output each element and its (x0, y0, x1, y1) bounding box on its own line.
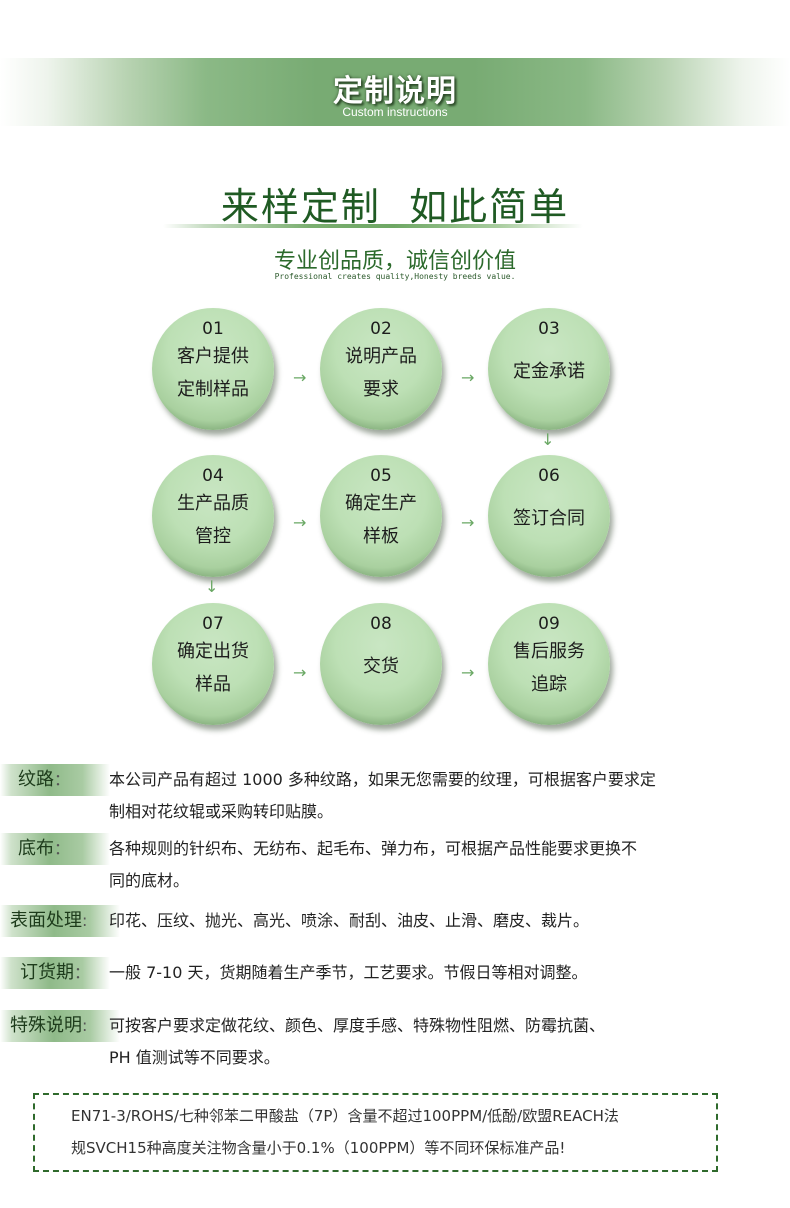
step-label: 定金承诺 (513, 361, 585, 382)
step-number: 02 (370, 319, 392, 339)
slogan-english: Professional creates quality,Honesty bre… (274, 272, 516, 281)
info-label-lead-time: 订货期： (0, 957, 110, 989)
slogan-divider (163, 224, 583, 228)
step-03: 03 定金承诺 (488, 308, 610, 430)
step-number: 06 (538, 466, 560, 486)
step-label-line1: 说明产品 (345, 346, 417, 367)
arrow-right-icon: → (461, 513, 475, 532)
info-line: 一般 7-10 天，货期随着生产季节，工艺要求。节假日等相对调整。 (109, 963, 588, 982)
notice-line: EN71-3/ROHS/七种邻苯二甲酸盐（7P）含量不超过100PPM/低酚/欧… (71, 1107, 619, 1125)
step-label-line2: 要求 (363, 379, 399, 400)
label-text: 表面处理 (10, 910, 82, 931)
step-label: 签订合同 (513, 508, 585, 529)
label-text: 纹路 (18, 769, 54, 790)
label-text: 订货期 (20, 962, 74, 983)
page-subtitle: Custom instructions (342, 105, 448, 119)
step-label-line2: 管控 (195, 526, 231, 547)
arrow-right-icon: → (293, 368, 307, 387)
label-colon: : (82, 1016, 88, 1035)
step-number: 04 (202, 466, 224, 486)
info-text-base-fabric: 各种规则的针织布、无纺布、起毛布、弹力布，可根据产品性能要求更换不 同的底材。 (109, 833, 637, 897)
slogan-main: 来样定制 如此简单 (220, 185, 570, 229)
label-text: 底布 (18, 838, 54, 859)
info-line: 制相对花纹辊或采购转印贴膜。 (109, 802, 334, 821)
info-text-texture: 本公司产品有超过 1000 多种纹路，如果无您需要的纹理，可根据客户要求定 制相… (109, 764, 656, 828)
step-09: 09 售后服务 追踪 (488, 603, 610, 725)
arrow-right-icon: → (293, 663, 307, 682)
step-label-line2: 样品 (195, 674, 231, 695)
arrow-down-icon: ↓ (541, 430, 555, 449)
info-line: PH 值测试等不同要求。 (109, 1048, 280, 1067)
step-label-line2: 定制样品 (177, 379, 249, 400)
info-line: 可按客户要求定做花纹、颜色、厚度手感、特殊物性阻燃、防霉抗菌、 (109, 1016, 606, 1035)
step-number: 08 (370, 614, 392, 634)
label-colon: : (82, 911, 88, 930)
step-number: 05 (370, 466, 392, 486)
step-07: 07 确定出货 样品 (152, 603, 274, 725)
info-line: 各种规则的针织布、无纺布、起毛布、弹力布，可根据产品性能要求更换不 (109, 839, 638, 858)
step-label: 交货 (363, 656, 399, 677)
step-05: 05 确定生产 样板 (320, 455, 442, 577)
slogan-sub: 专业创品质，诚信创价值 (273, 249, 516, 274)
step-01: 01 客户提供 定制样品 (152, 308, 274, 430)
step-06: 06 签订合同 (488, 455, 610, 577)
info-text-special-notes: 可按客户要求定做花纹、颜色、厚度手感、特殊物性阻燃、防霉抗菌、 PH 值测试等不… (109, 1010, 605, 1074)
label-colon: ： (74, 963, 91, 982)
step-number: 01 (202, 319, 224, 339)
info-label-texture: 纹路： (0, 764, 110, 796)
notice-text: EN71-3/ROHS/七种邻苯二甲酸盐（7P）含量不超过100PPM/低酚/欧… (71, 1100, 619, 1164)
info-label-special-notes: 特殊说明: (0, 1010, 120, 1042)
info-line: 本公司产品有超过 1000 多种纹路，如果无您需要的纹理，可根据客户要求定 (109, 770, 656, 789)
info-label-surface-treatment: 表面处理: (0, 905, 120, 937)
step-label-line1: 确定出货 (177, 641, 249, 662)
arrow-right-icon: → (461, 368, 475, 387)
arrow-right-icon: → (461, 663, 475, 682)
info-line: 同的底材。 (109, 871, 190, 890)
step-number: 03 (538, 319, 560, 339)
arrow-right-icon: → (293, 513, 307, 532)
info-text-lead-time: 一般 7-10 天，货期随着生产季节，工艺要求。节假日等相对调整。 (109, 957, 588, 989)
environmental-standards-notice: EN71-3/ROHS/七种邻苯二甲酸盐（7P）含量不超过100PPM/低酚/欧… (33, 1093, 718, 1172)
arrow-down-icon: ↓ (205, 577, 219, 596)
page-title: 定制说明 (333, 74, 457, 109)
step-label-line1: 确定生产 (345, 493, 417, 514)
notice-line: 规SVCH15种高度关注物含量小于0.1%（100PPM）等不同环保标准产品! (71, 1139, 566, 1157)
step-04: 04 生产品质 管控 (152, 455, 274, 577)
label-colon: ： (54, 770, 71, 789)
info-label-base-fabric: 底布： (0, 833, 110, 865)
step-label-line2: 样板 (363, 526, 399, 547)
step-label-line1: 客户提供 (177, 346, 249, 367)
step-label-line1: 售后服务 (513, 641, 585, 662)
step-number: 07 (202, 614, 224, 634)
info-line: 印花、压纹、抛光、高光、喷涂、耐刮、油皮、止滑、磨皮、裁片。 (109, 911, 590, 930)
label-text: 特殊说明 (10, 1015, 82, 1036)
step-02: 02 说明产品 要求 (320, 308, 442, 430)
label-colon: ： (54, 839, 71, 858)
step-number: 09 (538, 614, 560, 634)
step-label-line2: 追踪 (531, 674, 567, 695)
step-08: 08 交货 (320, 603, 442, 725)
info-text-surface-treatment: 印花、压纹、抛光、高光、喷涂、耐刮、油皮、止滑、磨皮、裁片。 (109, 905, 589, 937)
step-label-line1: 生产品质 (177, 493, 249, 514)
header-banner: 定制说明 Custom instructions (0, 58, 790, 126)
